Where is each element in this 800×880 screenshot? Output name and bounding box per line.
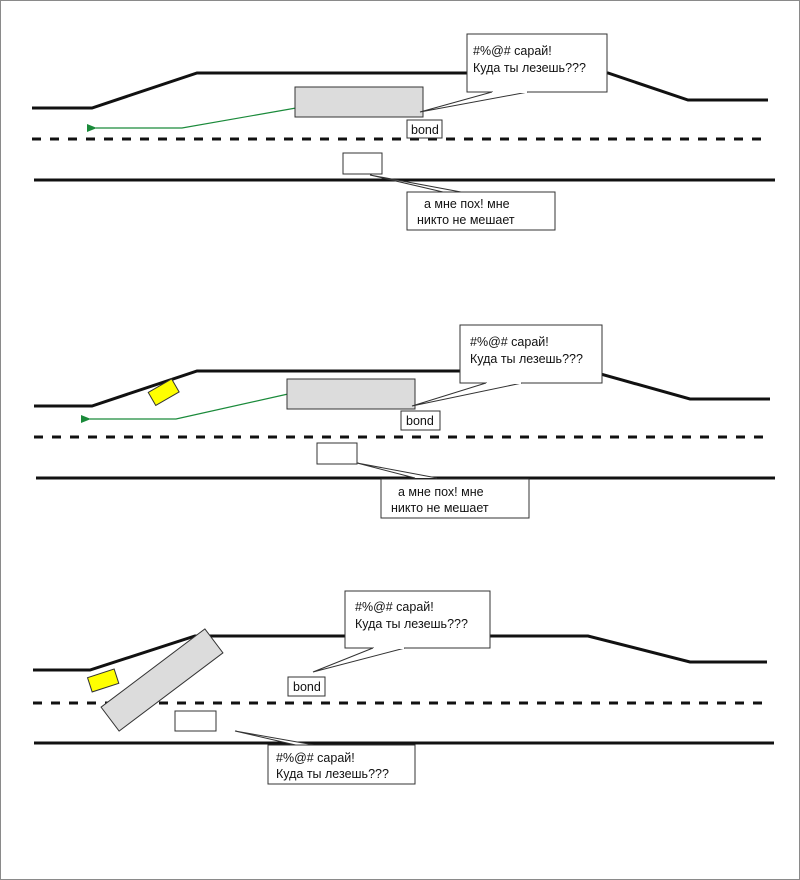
truck-bubble-line-1: #%@# сарай! (470, 335, 549, 349)
bubble-tail (234, 730, 321, 747)
truck-speech-bubble (466, 33, 608, 93)
green-arrow-left-icon (81, 393, 289, 423)
small-car (342, 152, 383, 175)
bond-label: bond (293, 680, 321, 694)
truck-bubble-line-1: #%@# сарай! (473, 44, 552, 58)
green-arrow-left-icon (87, 107, 297, 132)
road-top-edge (34, 369, 770, 408)
small-car (174, 710, 217, 732)
truck-bubble-line-2: Куда ты лезешь??? (473, 61, 586, 75)
truck-bubble-line-2: Куда ты лезешь??? (470, 352, 583, 366)
truck (294, 86, 424, 118)
bond-label: bond (411, 123, 439, 137)
scene-1: #%@# сарай! Куда ты лезешь??? bond а мне… (32, 33, 775, 231)
car-speech-bubble (406, 191, 556, 231)
small-car (316, 442, 358, 465)
car-bubble-line-1: а мне пох! мне (398, 485, 484, 499)
bubble-tail (356, 462, 438, 479)
yellow-car (147, 378, 180, 407)
truck-bubble-line-1: #%@# сарай! (355, 600, 434, 614)
bubble-tail (411, 382, 523, 407)
bond-label-box (400, 410, 441, 431)
car-speech-bubble (380, 478, 530, 519)
scene-3: #%@# сарай! Куда ты лезешь??? bond #%@# … (33, 590, 774, 785)
truck-turning (100, 628, 224, 732)
car-bubble-line-2: Куда ты лезешь??? (276, 767, 389, 781)
bond-label: bond (406, 414, 434, 428)
bond-label-box (406, 119, 443, 139)
truck-speech-bubble (459, 324, 603, 384)
scene-2: #%@# сарай! Куда ты лезешь??? bond а мне… (34, 324, 775, 519)
car-bubble-line-2: никто не мешает (417, 213, 515, 227)
car-bubble-line-1: а мне пох! мне (424, 197, 510, 211)
road-top-edge (32, 71, 768, 110)
car-bubble-line-1: #%@# сарай! (276, 751, 355, 765)
bubble-tail (312, 647, 406, 673)
truck-bubble-line-2: Куда ты лезешь??? (355, 617, 468, 631)
yellow-car (86, 668, 120, 693)
bubble-tail (369, 174, 462, 193)
truck (286, 378, 416, 410)
bond-label-box (287, 676, 326, 697)
car-bubble-line-2: никто не мешает (391, 501, 489, 515)
car-speech-bubble (267, 744, 416, 785)
bubble-tail (419, 91, 529, 113)
truck-speech-bubble (344, 590, 491, 649)
